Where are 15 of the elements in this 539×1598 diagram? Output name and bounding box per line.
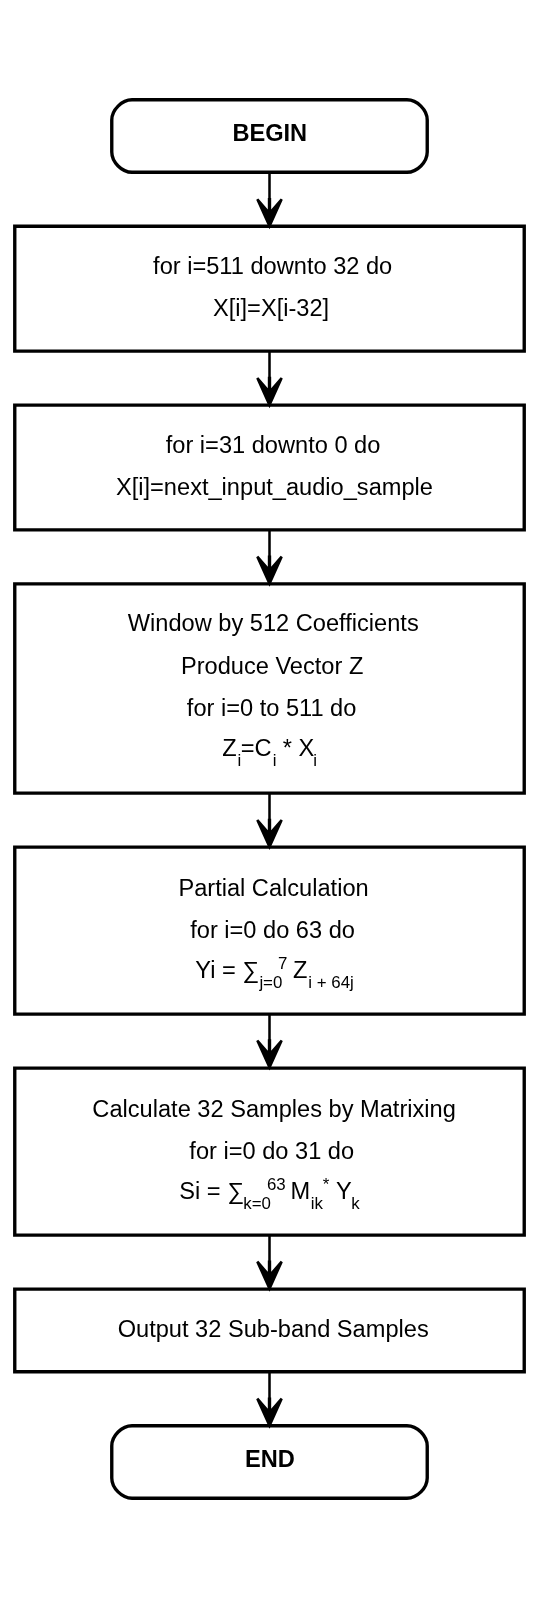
- arrow: [256, 351, 283, 407]
- node-box: END: [110, 1424, 429, 1500]
- arrow: [256, 530, 283, 585]
- arrow: [256, 172, 283, 228]
- node-box: Partial Calculation for i=0 do 63 do Yi = ∑$_{j=0}$$^{7}$ Z$_{i + 64j}$: [13, 845, 526, 1016]
- arrow: [256, 1371, 283, 1427]
- node-box: for i=31 downto 0 do X[i]=next_input_audio_sample: [13, 403, 526, 532]
- arrow: [256, 1014, 283, 1069]
- node-box: BEGIN: [110, 98, 429, 174]
- arrow: [256, 793, 283, 849]
- node-box: Output 32 Sub-band Samples: [13, 1287, 526, 1374]
- node-box: Window by 512 Coefficients Produce Vector Z for i=0 to 511 do Z$_{i}$=C$_{i}$ * X$_{i}$: [13, 582, 526, 795]
- arrow: [256, 1235, 283, 1290]
- node-box: Calculate 32 Samples by Matrixing for i=0 do 31 do Si = ∑$_{k=0}$$^{63}$ M$_{ik}$$^{*}$ Y$_{k}$: [13, 1066, 526, 1237]
- node-box: for i=511 downto 32 do X[i]=X[i-32]: [13, 224, 526, 353]
